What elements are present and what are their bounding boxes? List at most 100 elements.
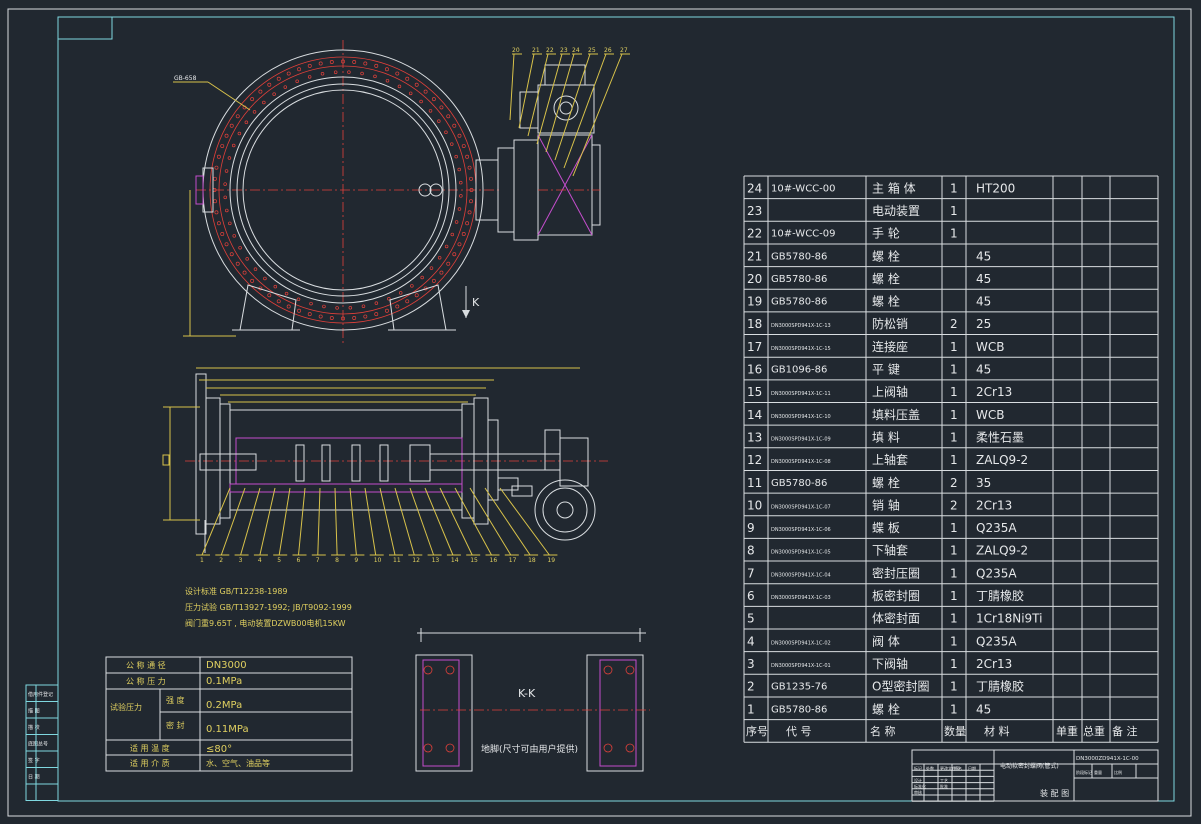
kk-view: [415, 628, 650, 772]
bom-row-material: 25: [976, 317, 991, 331]
left-margin-cell: 日 期: [28, 775, 40, 781]
bom-row-name: 填料压盖: [872, 408, 920, 422]
callout-number: 26: [604, 47, 612, 54]
bom-row-qty: 1: [950, 521, 958, 535]
bom-row-name: 螺 栓: [872, 701, 900, 716]
seal-label: 密 封: [166, 720, 185, 730]
top-left-box: [57, 16, 113, 40]
bom-row-code: DN3000SPD941X-1C-03: [771, 595, 831, 601]
bom-header-cell: 序号: [746, 724, 768, 738]
callout-number: 11: [393, 557, 401, 564]
bom-row-code: GB5780-86: [771, 274, 827, 285]
bom-row-qty: 1: [950, 385, 958, 399]
bom-row-name: 主 箱 体: [872, 180, 916, 195]
bom-row-no: 5: [747, 612, 755, 626]
bom-header-cell: 数量: [944, 725, 966, 738]
bom-row-no: 4: [747, 634, 755, 648]
bom-row-material: 1Cr18Ni9Ti: [976, 612, 1042, 626]
strength-label: 强 度: [166, 695, 185, 705]
bom-row-name: 体密封面: [872, 611, 920, 626]
bom-row-no: 18: [747, 317, 762, 331]
bom-header-cell: 备 注: [1112, 724, 1138, 738]
left-margin-cell: 底图总号: [28, 741, 48, 748]
callout-number: 25: [588, 47, 596, 54]
title-block-cell: 设计: [914, 777, 922, 783]
bom-table-lines: [743, 175, 1159, 743]
kk-note: 地脚(尺寸可由用户提供): [481, 743, 578, 755]
callout-number: 4: [258, 557, 262, 564]
bom-row-material: Q235A: [976, 566, 1017, 580]
title-block-cell: 标准化: [914, 783, 926, 789]
inner-frame: [57, 16, 1175, 802]
callout-number: 2: [219, 557, 223, 564]
bom-row-code: DN3000SPD941X-1C-07: [771, 504, 831, 510]
callout-number: 3: [239, 557, 243, 564]
bom-row-name: 螺 栓: [872, 294, 900, 309]
bom-row-code: DN3000SPD941X-1C-10: [771, 414, 831, 420]
bom-row-material: Q235A: [976, 634, 1017, 648]
bom-row-material: ZALQ9-2: [976, 453, 1028, 467]
drawing-name: 电动软密封蝶阀(管式): [1000, 762, 1059, 770]
bom-row-code: DN3000SPD941X-1C-13: [771, 323, 831, 329]
k-label: K: [472, 296, 480, 309]
bom-row-qty: 1: [950, 408, 958, 422]
medium-value: 水、空气、油品等: [206, 758, 270, 768]
callout-number: 27: [620, 47, 628, 54]
medium-label: 适 用 介 质: [130, 758, 170, 768]
bom-row-qty: 1: [950, 680, 958, 694]
callout-number: 16: [490, 557, 498, 564]
side-view: [162, 367, 608, 553]
bom-row-no: 2: [747, 680, 755, 694]
bom-row-material: 2Cr13: [976, 657, 1012, 671]
bom-row-code: DN3000SPD941X-1C-06: [771, 527, 831, 533]
bom-row-qty: 1: [950, 544, 958, 558]
bom-header-cell: 总重: [1083, 724, 1105, 738]
bom-row-qty: 1: [950, 363, 958, 377]
bom-header-cell: 材 料: [984, 724, 1010, 738]
bom-row-code: DN3000SPD941X-1C-15: [771, 346, 831, 352]
bom-row-name: 阀 体: [872, 634, 900, 648]
bom-row-no: 1: [747, 702, 755, 716]
bom-row-no: 10: [747, 498, 762, 512]
callout-number: 17: [509, 557, 517, 564]
bom-row-name: 手 轮: [872, 227, 900, 241]
front-view: [173, 40, 601, 345]
bom-row-qty: 1: [950, 566, 958, 580]
bom-row-name: 螺 栓: [872, 475, 900, 490]
bom-row-material: 45: [976, 363, 991, 377]
title-block-lines: [911, 749, 1159, 802]
bom-row-qty: 2: [950, 498, 958, 512]
bom-row-code: 10#-WCC-09: [771, 229, 836, 240]
bom-row-no: 17: [747, 340, 762, 354]
callout-number: 23: [560, 47, 568, 54]
bom-row-name: 上阀轴: [872, 384, 908, 399]
spec-table: 公 称 通 径 DN3000 公 称 压 力 0.1MPa 试验压力 强 度 0…: [110, 660, 270, 768]
bom-row-material: 2Cr13: [976, 498, 1012, 512]
bom-row-no: 21: [747, 249, 762, 263]
bom-row-material: 柔性石墨: [976, 430, 1024, 444]
bom-row-qty: 1: [950, 430, 958, 444]
bom-row-material: HT200: [976, 181, 1015, 195]
callout-number: 7: [316, 557, 320, 564]
note-design-standard: 设计标准 GB/T12238-1989: [185, 586, 288, 596]
note-pressure-test: 压力试验 GB/T13927-1992; JB/T9092-1999: [185, 602, 352, 612]
bom-row-no: 15: [747, 385, 762, 399]
spec-table-lines: [105, 656, 353, 772]
left-margin-cell: 签 字: [28, 757, 40, 764]
flange-bolt-holes: [212, 59, 474, 321]
bom-row-material: 2Cr13: [976, 385, 1012, 399]
bom-row-no: 16: [747, 363, 762, 377]
bom-row-name: 防松销: [872, 316, 908, 331]
nominal-press-label: 公 称 压 力: [126, 676, 166, 686]
bom-row-name: 销 轴: [872, 497, 900, 512]
bom-header-cell: 代 号: [786, 725, 812, 738]
bom-row-no: 23: [747, 204, 762, 218]
bom-row-qty: 1: [950, 181, 958, 195]
bom-row-code: GB1096-86: [771, 365, 827, 376]
bom-row-material: 45: [976, 272, 991, 286]
title-block-cell: 签名: [954, 765, 962, 771]
left-margin-cell: 描 图: [28, 708, 40, 715]
title-block-cell: 批准: [940, 783, 948, 789]
